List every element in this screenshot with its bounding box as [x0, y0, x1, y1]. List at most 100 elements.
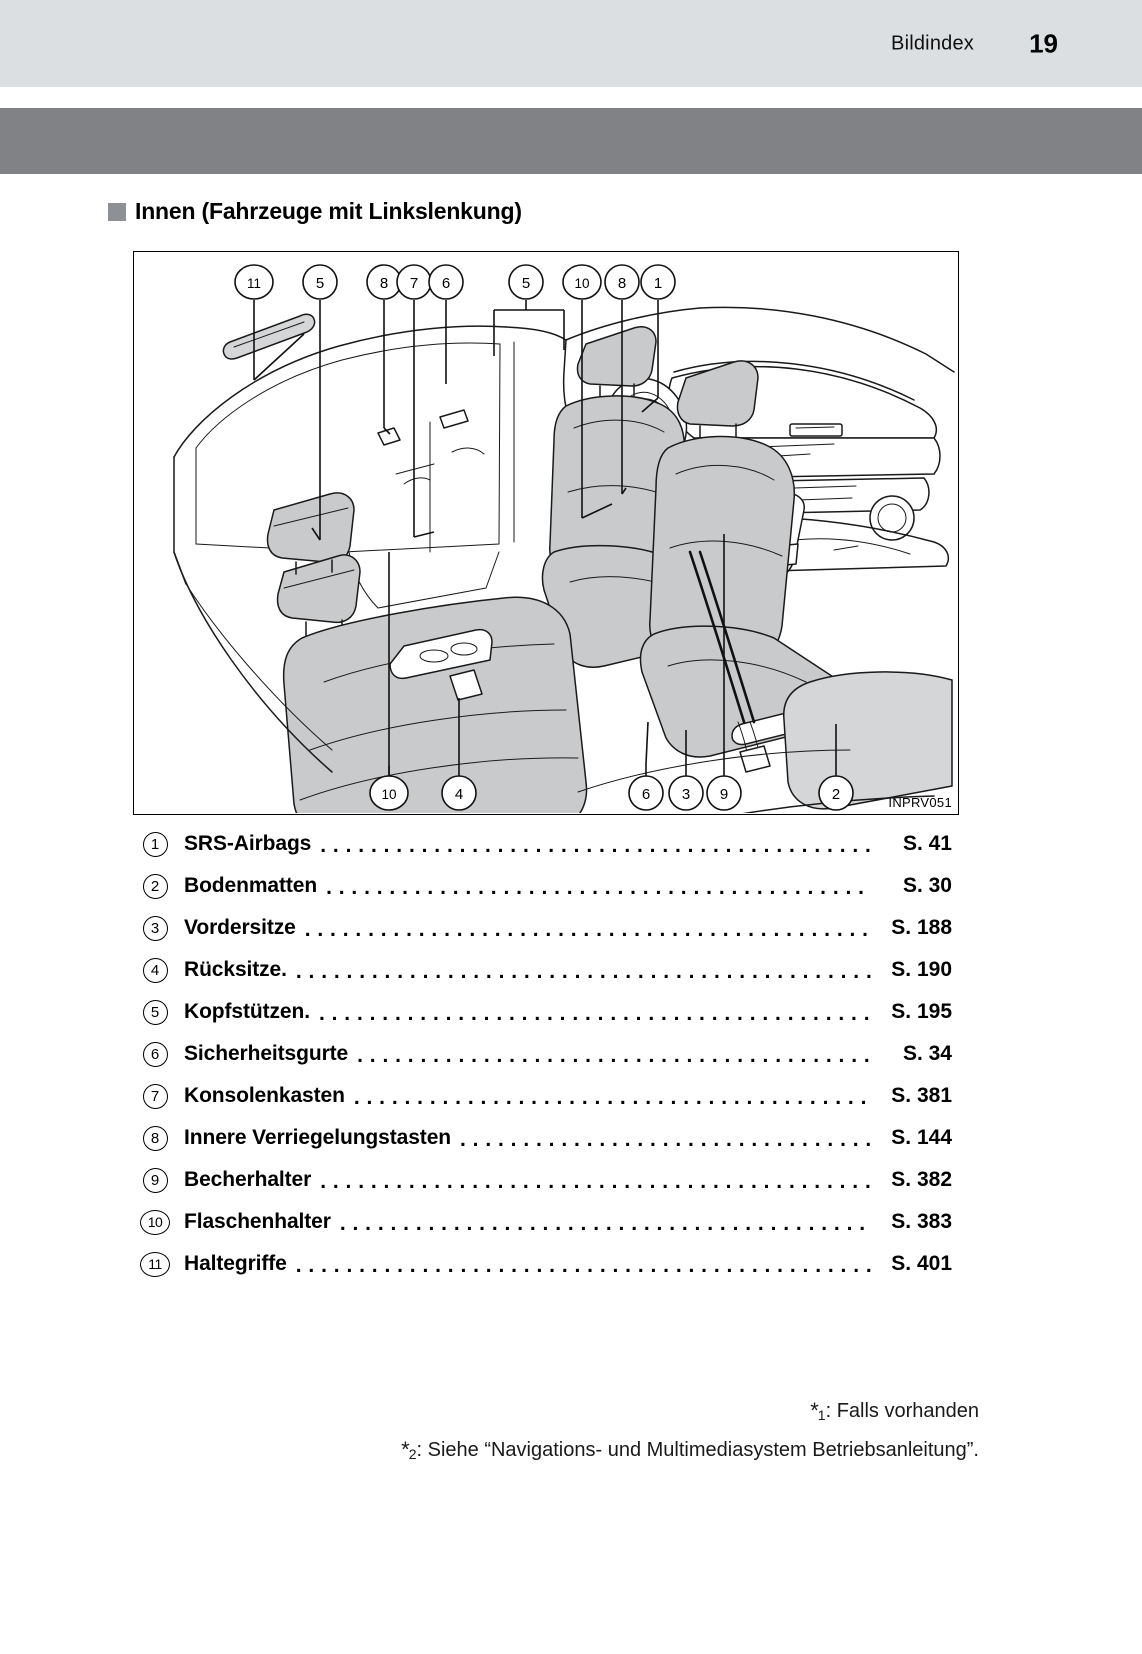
footnote-index: 1 [817, 1407, 826, 1423]
callout-2: 2 [818, 775, 854, 811]
list-item-number: 5 [140, 999, 170, 1025]
picture-index-list: 1 SRS-Airbags S. 41 2 Bodenmatten S. 30 … [140, 823, 952, 1285]
section-heading: Innen (Fahrzeuge mit Linkslenkung) [108, 198, 522, 225]
list-item-label: Becherhalter [184, 1168, 312, 1191]
figure-reference-code: INPRV051 [888, 795, 952, 810]
vehicle-interior-drawing [173, 306, 955, 813]
callout-8b: 8 [604, 264, 640, 300]
list-item-label: Bodenmatten [184, 874, 318, 897]
callout-circles-top: 11 5 8 7 6 5 10 8 1 [234, 264, 676, 300]
callout-7: 7 [396, 264, 432, 300]
list-item-page-ref[interactable]: S. 401 [891, 1252, 952, 1275]
list-item[interactable]: 3 Vordersitze S. 188 [140, 907, 952, 949]
list-item-page-ref[interactable]: S. 30 [902, 874, 952, 897]
list-item[interactable]: 1 SRS-Airbags S. 41 [140, 823, 952, 865]
footnote-marker: * [401, 1436, 410, 1462]
list-item-page-ref[interactable]: S. 41 [902, 832, 952, 855]
list-item-page-ref[interactable]: S. 190 [891, 958, 952, 981]
page-header: Bildindex 19 [0, 0, 1142, 87]
callout-circles-bottom: 10 4 6 3 9 2 [369, 775, 854, 811]
list-item-number: 10 [140, 1209, 170, 1235]
svg-text:2: 2 [832, 786, 840, 803]
svg-text:10: 10 [574, 276, 589, 291]
list-item[interactable]: 4 Rücksitze. S. 190 [140, 949, 952, 991]
list-item-page-ref[interactable]: S. 188 [891, 916, 952, 939]
list-item-number: 2 [140, 873, 170, 899]
list-item[interactable]: 7 Konsolenkasten S. 381 [140, 1075, 952, 1117]
list-item-label: Haltegriffe [184, 1252, 287, 1275]
list-item[interactable]: 2 Bodenmatten S. 30 [140, 865, 952, 907]
list-item-label: Vordersitze [184, 916, 296, 939]
list-item-number: 9 [140, 1167, 170, 1193]
square-bullet-icon [108, 202, 126, 221]
list-item-label: Flaschenhalter [184, 1210, 331, 1233]
callout-5b: 5 [508, 264, 544, 300]
header-gray-band [0, 108, 1142, 174]
section-heading-label: Innen (Fahrzeuge mit Linkslenkung) [135, 198, 522, 224]
list-item-number: 8 [140, 1125, 170, 1151]
footnote-index: 2 [408, 1445, 417, 1462]
callout-11: 11 [234, 264, 274, 300]
list-item-number: 7 [140, 1083, 170, 1109]
list-item-label: Kopfstützen. [184, 1000, 310, 1023]
callout-9: 9 [706, 775, 742, 811]
list-item-page-ref[interactable]: S. 195 [891, 1000, 952, 1023]
list-item-label: Sicherheitsgurte [184, 1042, 349, 1065]
list-item-number: 4 [140, 957, 170, 983]
list-item[interactable]: 10 Flaschenhalter S. 383 [140, 1201, 952, 1243]
footnote-text: : Falls vorhanden [825, 1400, 979, 1422]
svg-text:1: 1 [654, 275, 662, 292]
list-item-number: 6 [140, 1041, 170, 1067]
leader-dots [460, 1128, 871, 1149]
list-item-page-ref[interactable]: S. 144 [891, 1126, 952, 1149]
callout-6b: 6 [628, 775, 664, 811]
svg-text:4: 4 [455, 786, 463, 803]
svg-text:6: 6 [442, 275, 450, 292]
svg-text:11: 11 [247, 276, 261, 291]
list-item-page-ref[interactable]: S. 383 [891, 1210, 952, 1233]
svg-text:6: 6 [642, 786, 650, 803]
leader-dots [305, 918, 871, 939]
list-item-number: 11 [140, 1251, 170, 1277]
list-item-page-ref[interactable]: S. 381 [891, 1084, 952, 1107]
svg-text:8: 8 [380, 275, 388, 292]
svg-text:5: 5 [522, 275, 530, 292]
svg-text:9: 9 [720, 786, 728, 803]
interior-illustration-figure: .ln { fill:none; stroke:#1a1a1a; stroke-… [133, 251, 959, 815]
leader-dots [296, 960, 871, 981]
callout-10a: 10 [562, 264, 602, 300]
callout-5a: 5 [302, 264, 338, 300]
leader-dots [319, 1002, 871, 1023]
callout-3: 3 [668, 775, 704, 811]
svg-text:7: 7 [410, 275, 418, 292]
callout-6a: 6 [428, 264, 464, 300]
leader-dots [354, 1086, 871, 1107]
svg-text:3: 3 [682, 786, 690, 803]
list-item-number: 1 [140, 831, 170, 857]
leader-dots [357, 1044, 871, 1065]
list-item-label: Konsolenkasten [184, 1084, 345, 1107]
list-item[interactable]: 6 Sicherheitsgurte S. 34 [140, 1033, 952, 1075]
list-item-number: 3 [140, 915, 170, 941]
svg-text:5: 5 [316, 275, 324, 292]
leader-dots [326, 876, 871, 897]
list-item[interactable]: 8 Innere Verriegelungstasten S. 144 [140, 1117, 952, 1159]
list-item[interactable]: 11 Haltegriffe S. 401 [140, 1243, 952, 1285]
footnote-2: *2: Siehe “Navigations- und Multimediasy… [0, 1431, 979, 1470]
list-item[interactable]: 5 Kopfstützen. S. 195 [140, 991, 952, 1033]
list-item-page-ref[interactable]: S. 382 [891, 1168, 952, 1191]
svg-text:10: 10 [381, 787, 396, 802]
footnotes: *1: Falls vorhanden *2: Siehe “Navigatio… [0, 1392, 1142, 1469]
list-item-label: Rücksitze. [184, 958, 287, 981]
list-item[interactable]: 9 Becherhalter S. 382 [140, 1159, 952, 1201]
list-item-page-ref[interactable]: S. 34 [902, 1042, 952, 1065]
callout-10b: 10 [369, 775, 409, 811]
callout-4: 4 [441, 775, 477, 811]
leader-dots [320, 1170, 871, 1191]
footnote-1: *1: Falls vorhanden [0, 1392, 979, 1431]
callout-8a: 8 [366, 264, 402, 300]
page-number: 19 [1029, 28, 1058, 59]
leader-dots [340, 1212, 871, 1233]
leader-dots [320, 834, 871, 855]
leader-dots [296, 1254, 871, 1275]
